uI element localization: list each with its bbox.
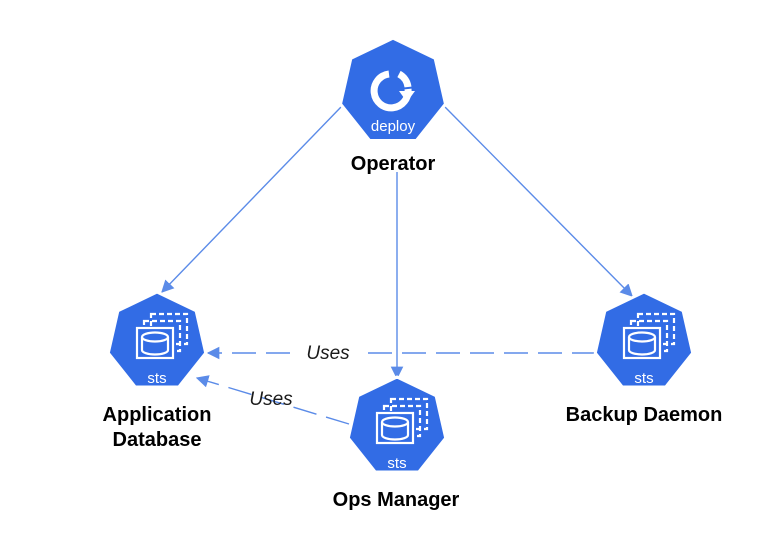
statefulset-icon <box>622 312 676 360</box>
backup-badge: sts <box>634 370 653 387</box>
deploy-cycle-icon <box>370 70 415 112</box>
statefulset-icon <box>135 312 189 360</box>
ops-manager-node: sts <box>346 375 448 474</box>
edge-label-backing <box>300 340 358 364</box>
backup-daemon-label: Backup Daemon <box>566 404 723 426</box>
ops-manager-label: Ops Manager <box>333 489 460 511</box>
edge-ops-manager-uses-app-db <box>195 375 350 425</box>
ops-manager-badge: sts <box>387 455 406 472</box>
edge-operator-to-app-db <box>161 106 342 293</box>
operator-node: deploy <box>338 36 448 143</box>
backup-daemon-node: sts <box>593 290 695 389</box>
app-db-node: sts <box>106 290 208 389</box>
app-db-label-line1: Application <box>103 404 212 426</box>
app-db-badge: sts <box>147 370 166 387</box>
operator-badge: deploy <box>371 118 416 135</box>
statefulset-icon <box>375 397 429 445</box>
edge-label-backup-uses: Uses <box>306 343 350 364</box>
operator-label: Operator <box>351 153 436 175</box>
edge-label-ops-manager-uses: Uses <box>249 389 293 410</box>
app-db-label-line2: Database <box>113 429 202 451</box>
edge-operator-to-backup <box>444 106 633 297</box>
